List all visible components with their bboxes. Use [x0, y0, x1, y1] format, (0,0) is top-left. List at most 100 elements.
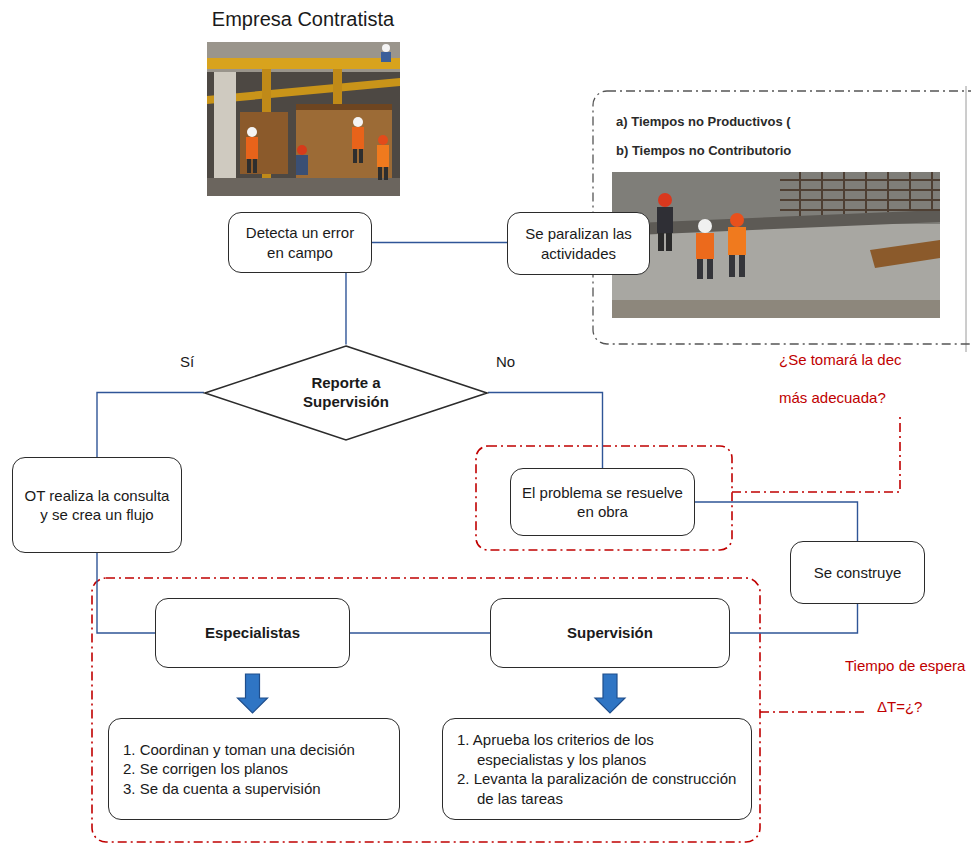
panel-edge — [966, 86, 967, 352]
site-photo — [207, 58, 400, 69]
site-photo — [352, 127, 364, 149]
node-text: a) Tiempos no Productivos ( — [616, 114, 791, 131]
callout-note: más adecuada? — [778, 388, 887, 408]
site-photo — [377, 145, 389, 167]
crew-photo — [612, 172, 940, 318]
diamond-shape — [204, 345, 488, 441]
crew-photo — [821, 172, 823, 215]
task-item: 2. Se corrigen los planos — [123, 759, 385, 779]
crew-photo — [799, 172, 801, 216]
crew-photo — [931, 172, 933, 210]
site-photo — [207, 42, 400, 196]
task-list-box: 1. Aprueba los criterios de los especial… — [442, 718, 752, 820]
site-photo — [214, 72, 236, 196]
connector-line — [488, 392, 602, 468]
site-photo — [253, 159, 257, 173]
branch-label: No — [494, 352, 517, 372]
crew-photo — [698, 219, 712, 233]
branch-label: Sí — [178, 352, 196, 372]
crew-photo — [658, 233, 664, 251]
crew-photo — [780, 199, 940, 201]
site-photo — [296, 104, 392, 110]
actor-box: Especialistas — [155, 598, 350, 668]
crew-photo — [729, 255, 735, 277]
crew-photo — [728, 227, 746, 255]
site-photo — [247, 159, 251, 173]
site-photo — [359, 149, 363, 163]
site-photo — [382, 44, 390, 52]
callout-note: ΔT=¿? — [876, 697, 923, 717]
crew-photo — [658, 193, 672, 207]
site-photo — [378, 135, 388, 145]
site-photo — [246, 137, 258, 159]
node-text: Se construye — [814, 563, 902, 583]
site-photo — [297, 145, 307, 155]
process-box: OT realiza la consulta y se crea un fluj… — [12, 457, 182, 553]
dashdot-bracket — [92, 446, 760, 842]
callout-note: Tiempo de espera — [844, 656, 966, 676]
crew-photo — [696, 233, 714, 259]
crew-photo — [780, 209, 940, 211]
connector-line — [345, 273, 346, 345]
site-photo — [207, 42, 400, 196]
dashed-outline — [593, 91, 971, 344]
site-photo — [378, 167, 382, 180]
crew-photo — [887, 172, 889, 212]
node-subtext: b) Tiempos no Contributorio — [616, 143, 791, 160]
site-photo — [296, 104, 392, 178]
crew-photo — [909, 172, 911, 211]
connector-line — [372, 242, 507, 243]
crew-photo — [707, 259, 713, 279]
leader-line — [760, 711, 868, 713]
node-text: Detecta un error en campo — [239, 223, 361, 262]
task-item: 2. Levanta la paralización de construcci… — [457, 769, 737, 808]
connector-line — [350, 632, 490, 633]
task-item: 1. Aprueba los criterios de los especial… — [457, 730, 737, 769]
task-item: 3. Se da cuenta a supervisión — [123, 779, 385, 799]
crew-photo — [780, 179, 940, 181]
process-box: Se construye — [790, 541, 925, 604]
connector-line — [97, 553, 155, 633]
site-photo — [240, 112, 288, 174]
site-photo — [384, 167, 388, 180]
process-box: Se paralizan las actividades — [507, 212, 650, 275]
node-text: Especialistas — [205, 623, 300, 643]
crew-photo — [870, 240, 940, 268]
node-text: OT realiza la consulta y se crea un fluj… — [23, 486, 171, 525]
crew-photo — [865, 172, 867, 213]
site-photo — [207, 42, 400, 72]
process-box: Detecta un error en campo — [228, 212, 372, 273]
crew-photo — [697, 259, 703, 279]
crew-photo — [780, 189, 940, 191]
diagram-title: Empresa Contratista — [163, 6, 443, 32]
node-text: Reporte a Supervisión — [286, 373, 406, 412]
crew-photo — [730, 213, 744, 227]
dashdot-bracket — [476, 446, 732, 550]
crew-photo — [612, 172, 940, 318]
decision-diamond: Reporte a Supervisión — [204, 345, 488, 441]
crew-photo — [739, 255, 745, 277]
crew-photo — [657, 207, 673, 233]
crew-photo — [666, 233, 672, 251]
site-photo — [207, 178, 400, 196]
block-arrow — [238, 674, 268, 713]
connector-line — [730, 604, 858, 633]
site-photo — [353, 149, 357, 163]
callout-note: ¿Se tomará la dec — [778, 350, 903, 370]
time-loss-panel: a) Tiempos no Productivos ( b) Tiempos no… — [592, 90, 971, 345]
diamond-shape — [205, 346, 487, 440]
node-text: Supervisión — [567, 623, 653, 643]
site-photo — [247, 127, 257, 137]
block-arrow — [595, 674, 625, 713]
connector-line — [695, 502, 858, 541]
node-text: El problema se resuelve en obra — [521, 483, 684, 522]
dashdot-bracket — [92, 578, 760, 842]
leader-line — [732, 416, 900, 492]
site-photo — [296, 155, 308, 175]
task-item: 1. Coordinan y toman una decisión — [123, 740, 385, 760]
process-box: El problema se resuelve en obra — [510, 468, 695, 536]
node-text: Se paralizan las actividades — [518, 224, 639, 263]
connector-line — [97, 392, 204, 457]
crew-photo — [780, 172, 940, 216]
